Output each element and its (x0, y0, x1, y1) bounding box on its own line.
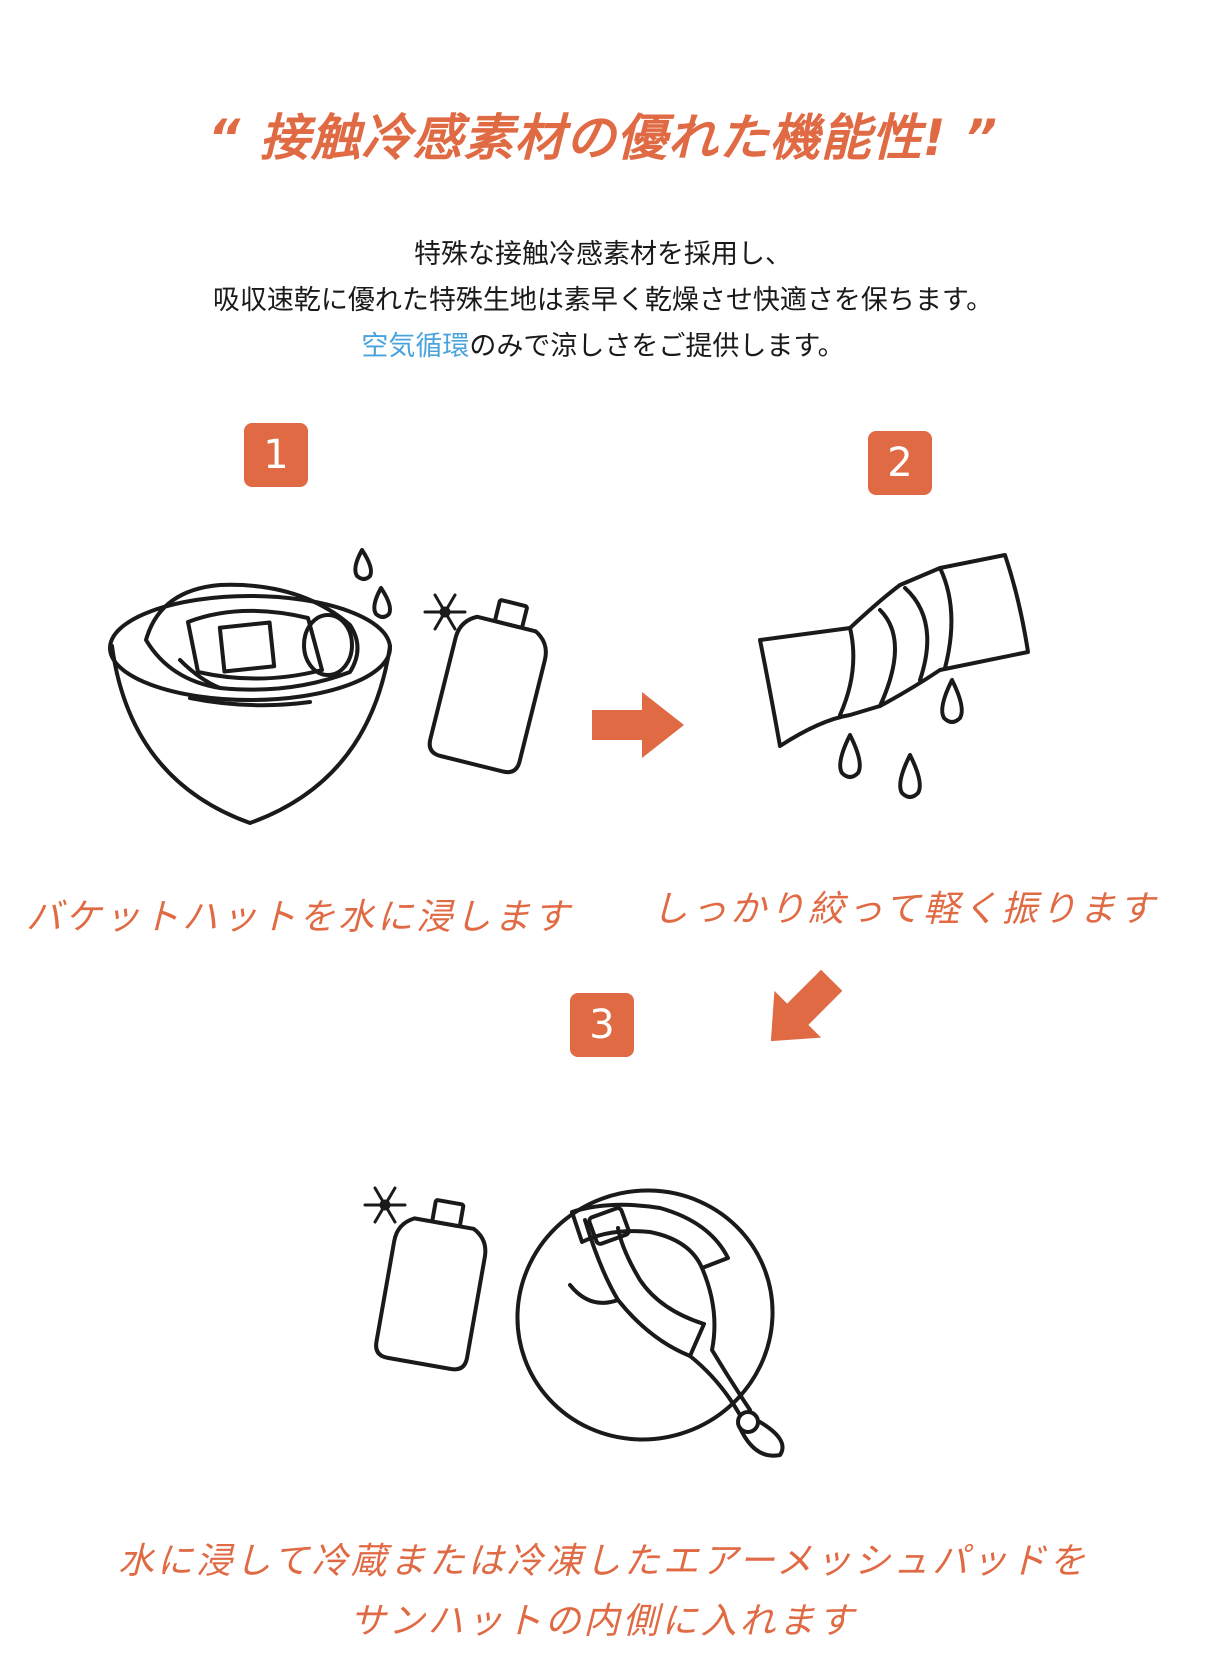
cool-pad-icon (374, 1198, 488, 1372)
step-2-caption: しっかり絞って軽く振ります (652, 889, 1158, 930)
arrow-down-left-icon (770, 969, 843, 1042)
water-drop-icon (353, 548, 392, 619)
intro-text: 特殊な接触冷感素材を採用し、 吸収速乾に優れた特殊生地は素早く乾燥させ快適さを保… (0, 232, 1206, 370)
cool-pad-icon (427, 598, 548, 775)
intro-line-3-rest: のみで涼しさをご提供します。 (469, 331, 845, 362)
step-1-illustration (108, 548, 548, 825)
wrung-towel-icon (758, 553, 1030, 748)
step-3-caption-line-2: サンハットの内側に入れます (349, 1601, 857, 1642)
sun-hat-icon (515, 1188, 785, 1458)
snowflake-icon (423, 593, 467, 631)
intro-highlight: 空気循環 (361, 331, 470, 362)
intro-line-1: 特殊な接触冷感素材を採用し、 (414, 239, 792, 270)
water-drop-icon (838, 678, 964, 799)
step-3-badge: 3 (570, 993, 634, 1057)
snowflake-icon (363, 1186, 407, 1224)
step-1-badge: 1 (244, 423, 308, 487)
basin-icon (108, 594, 392, 825)
intro-line-2: 吸収速乾に優れた特殊生地は素早く乾燥させ快適さを保ちます。 (212, 285, 994, 316)
step-2-badge: 2 (868, 431, 932, 495)
step-2-illustration (758, 553, 1030, 799)
arrow-right-icon (592, 692, 684, 758)
bucket-hat-icon (144, 582, 360, 692)
step-1-caption: バケットハットを水に浸します (26, 897, 573, 938)
step-3-caption: 水に浸して冷蔵または冷凍したエアーメッシュパッドを サンハットの内側に入れます (0, 1532, 1206, 1652)
intro-line-3: 空気循環のみで涼しさをご提供します。 (0, 324, 1206, 370)
step-3-illustration (363, 1186, 785, 1458)
headline: “ 接触冷感素材の優れた機能性! ” (207, 109, 999, 167)
step-3-caption-line-1: 水に浸して冷蔵または冷凍したエアーメッシュパッドを (117, 1541, 1089, 1582)
